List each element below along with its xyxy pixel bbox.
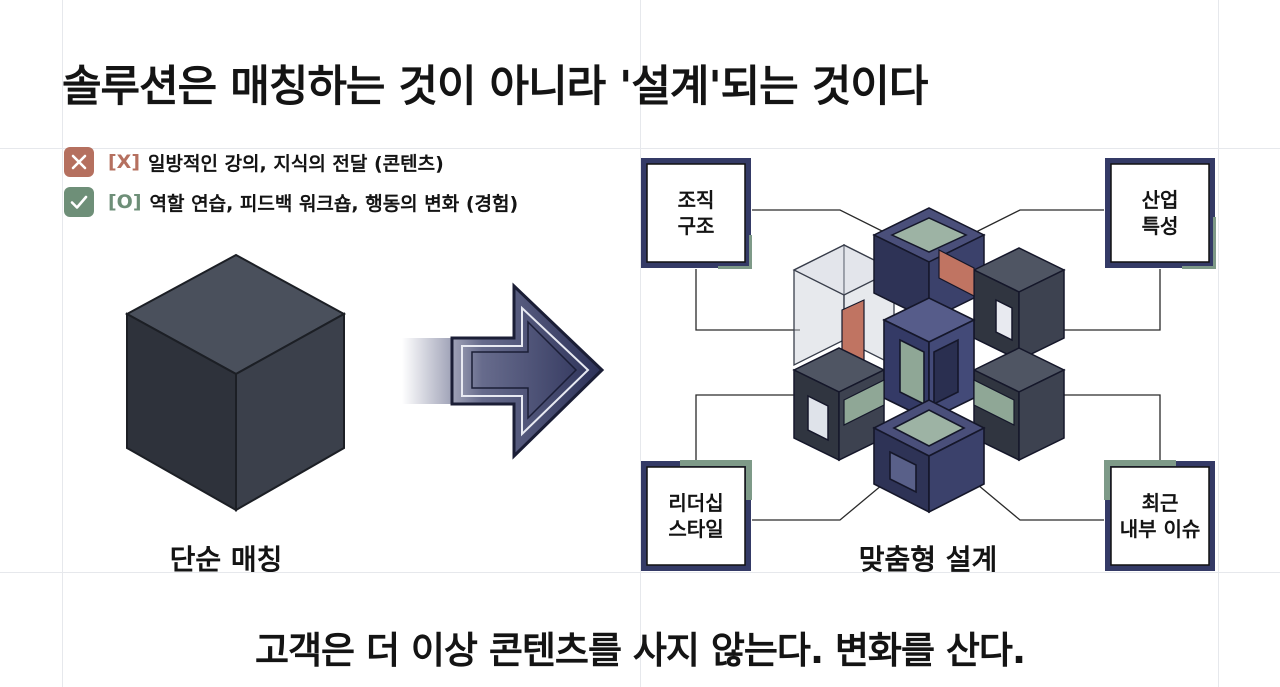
custom-design-cube-cluster [792, 207, 1066, 514]
factor-label-issue: 최근 내부 이슈 [1119, 491, 1201, 541]
grid-line [0, 572, 1280, 573]
legend-negative-text: 일방적인 강의, 지식의 전달 (콘텐츠) [148, 152, 444, 175]
caption-simple-matching: 단순 매칭 [169, 543, 283, 576]
transform-arrow-illustration [402, 282, 605, 460]
factor-label-org: 조직 구조 [677, 188, 715, 238]
legend-positive-tag: [O] [108, 191, 142, 213]
factor-box-frame [1104, 460, 1215, 571]
page-title: 솔루션은 매칭하는 것이 아니라 '설계'되는 것이다 [62, 62, 928, 112]
check-icon [64, 187, 94, 217]
factor-label-industry: 산업 특성 [1141, 188, 1179, 238]
grid-line [0, 148, 1280, 149]
factor-box-frame [1105, 158, 1216, 269]
factor-box-issue: 최근 내부 이슈 [1104, 460, 1216, 572]
factor-box-leader: 리더십 스타일 [640, 460, 752, 572]
factor-box-industry: 산업 특성 [1104, 157, 1216, 269]
legend-negative-tag: [X] [108, 151, 141, 173]
legend-positive: [O] 역할 연습, 피드백 워크숍, 행동의 변화 (경험) [64, 187, 518, 217]
factor-box-org: 조직 구조 [640, 157, 752, 269]
simple-cube-illustration [124, 253, 347, 512]
factor-label-leader: 리더십 스타일 [668, 491, 724, 541]
caption-custom-design: 맞춤형 설계 [858, 543, 998, 576]
factor-box-frame [641, 158, 752, 269]
factor-box-frame [641, 460, 752, 571]
legend-negative: [X] 일방적인 강의, 지식의 전달 (콘텐츠) [64, 147, 444, 177]
legend-positive-text: 역할 연습, 피드백 워크숍, 행동의 변화 (경험) [149, 192, 519, 215]
grid-line [1218, 0, 1219, 687]
bottom-statement: 고객은 더 이상 콘텐츠를 사지 않는다. 변화를 산다. [254, 629, 1026, 672]
grid-line [62, 0, 63, 687]
grid-line [640, 0, 641, 687]
cross-icon [64, 147, 94, 177]
